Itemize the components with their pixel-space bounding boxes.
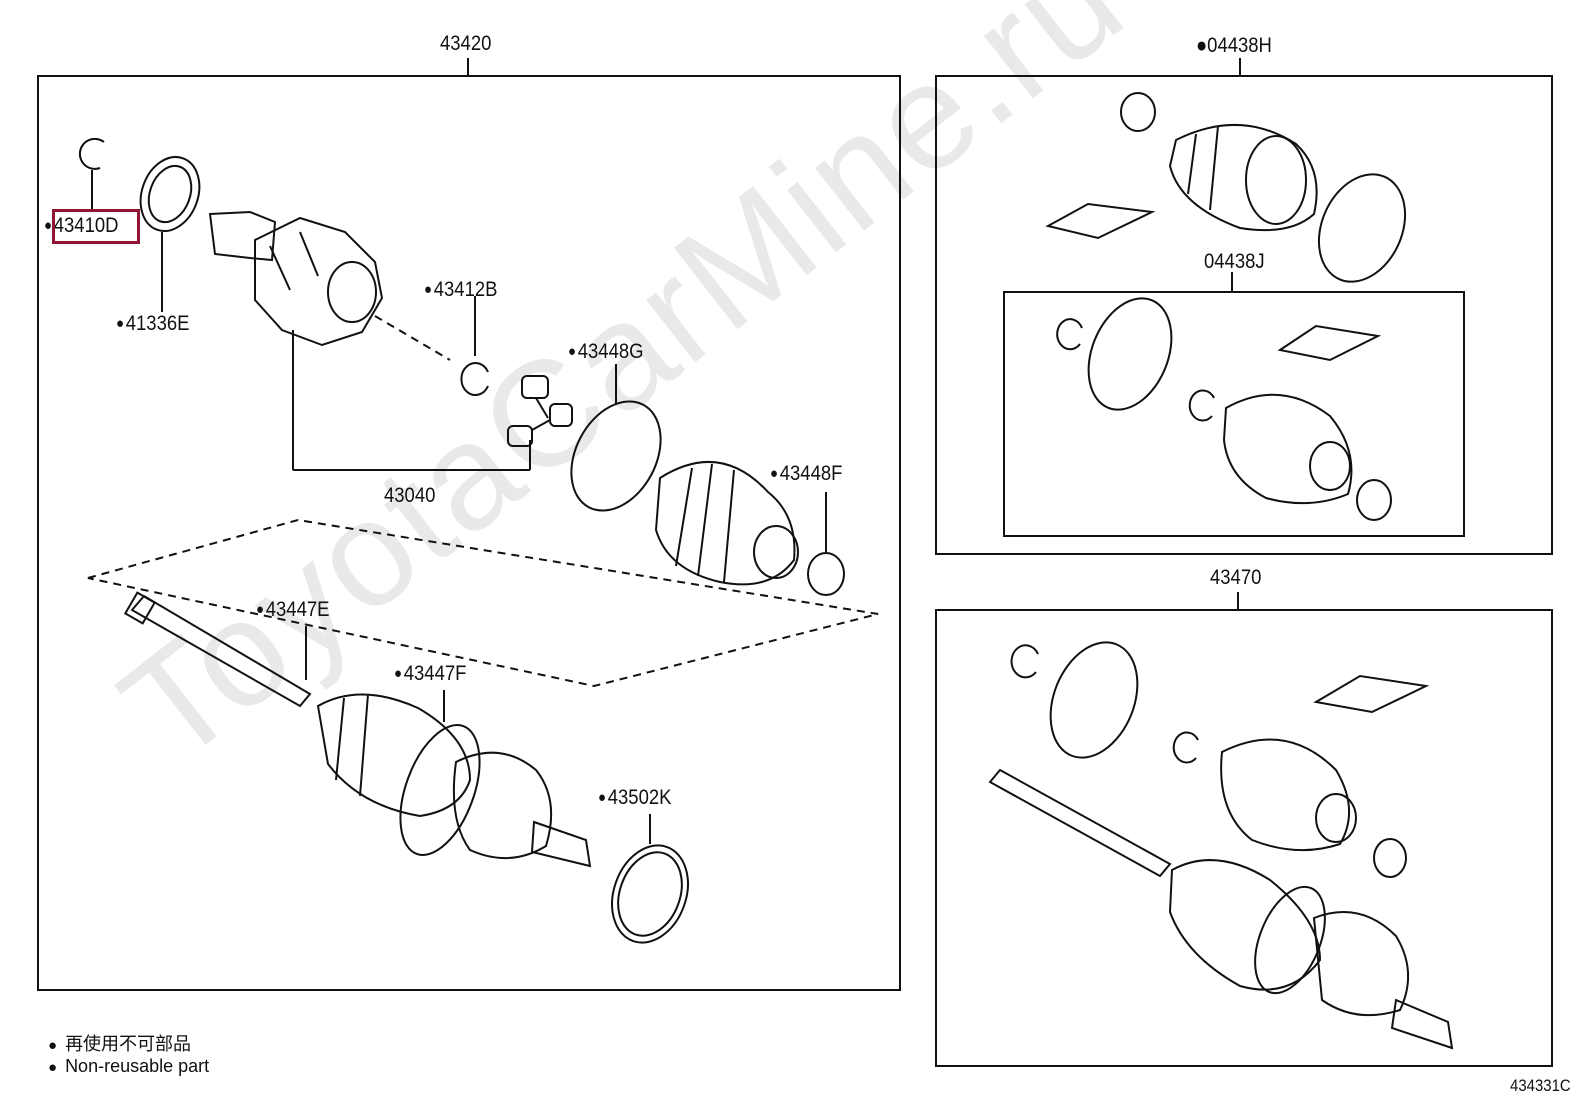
tripod-joint — [507, 375, 573, 447]
inner-boot — [654, 460, 799, 586]
snap-ring-43410d — [78, 137, 105, 170]
drive-shaft — [123, 591, 312, 708]
label-assy-main[interactable]: 43420 — [440, 32, 492, 55]
label-ring-k[interactable]: 43502K — [598, 786, 672, 812]
outer-joint — [452, 751, 592, 868]
band-kit-h-large — [1317, 173, 1407, 283]
boot-kit-h — [1168, 124, 1318, 232]
assy-frame-kit-h — [935, 75, 1553, 555]
label-snap-ring[interactable]: 43410D — [44, 214, 119, 240]
label-kit-h[interactable]: ●04438H — [1196, 34, 1272, 57]
part-highlight-box — [52, 209, 140, 244]
grease-pack-kit-j — [1277, 324, 1382, 362]
band-43448f — [807, 552, 845, 596]
band-43448g — [570, 400, 662, 512]
legend-en: ●Non-reusable part — [48, 1056, 210, 1076]
band-kit-j-small — [1356, 479, 1392, 521]
label-band-f[interactable]: 43448F — [770, 462, 843, 488]
band-right-small — [1373, 838, 1407, 878]
grease-pack-right — [1313, 674, 1430, 714]
label-shaft-right[interactable]: 43470 — [1210, 566, 1262, 589]
label-band-g[interactable]: 43448G — [568, 340, 644, 366]
boot-kit-j — [1222, 393, 1353, 505]
assy-frame-shaft-right — [935, 609, 1553, 1067]
label-seal[interactable]: 41336E — [116, 312, 190, 338]
ring-43502k — [611, 844, 689, 944]
ring-43412b — [460, 362, 489, 396]
band-right-large — [1049, 641, 1139, 759]
band-43447f — [399, 724, 481, 856]
label-band-f2[interactable]: 43447F — [394, 662, 467, 688]
legend-jp: ●再使用不可部品 — [48, 1034, 192, 1054]
assy-frame-main — [37, 75, 901, 991]
label-inner-joint[interactable]: 43040 — [384, 484, 436, 507]
label-band-e[interactable]: 43447E — [256, 598, 330, 624]
assy-frame-kit-j — [1003, 291, 1465, 537]
figure-number: 434331C — [1510, 1076, 1571, 1095]
seal-41336e — [139, 156, 201, 232]
label-ring-b[interactable]: 43412B — [424, 278, 498, 304]
outer-boot — [316, 693, 472, 818]
inner-joint-housing — [208, 210, 384, 347]
label-kit-j[interactable]: 04438J — [1204, 250, 1265, 273]
band-kit-h-small — [1120, 92, 1156, 132]
boot-right — [1220, 738, 1357, 852]
grease-pack-kit-h — [1045, 202, 1156, 240]
shaft-right — [988, 768, 1454, 1050]
band-kit-j-large — [1087, 297, 1173, 411]
